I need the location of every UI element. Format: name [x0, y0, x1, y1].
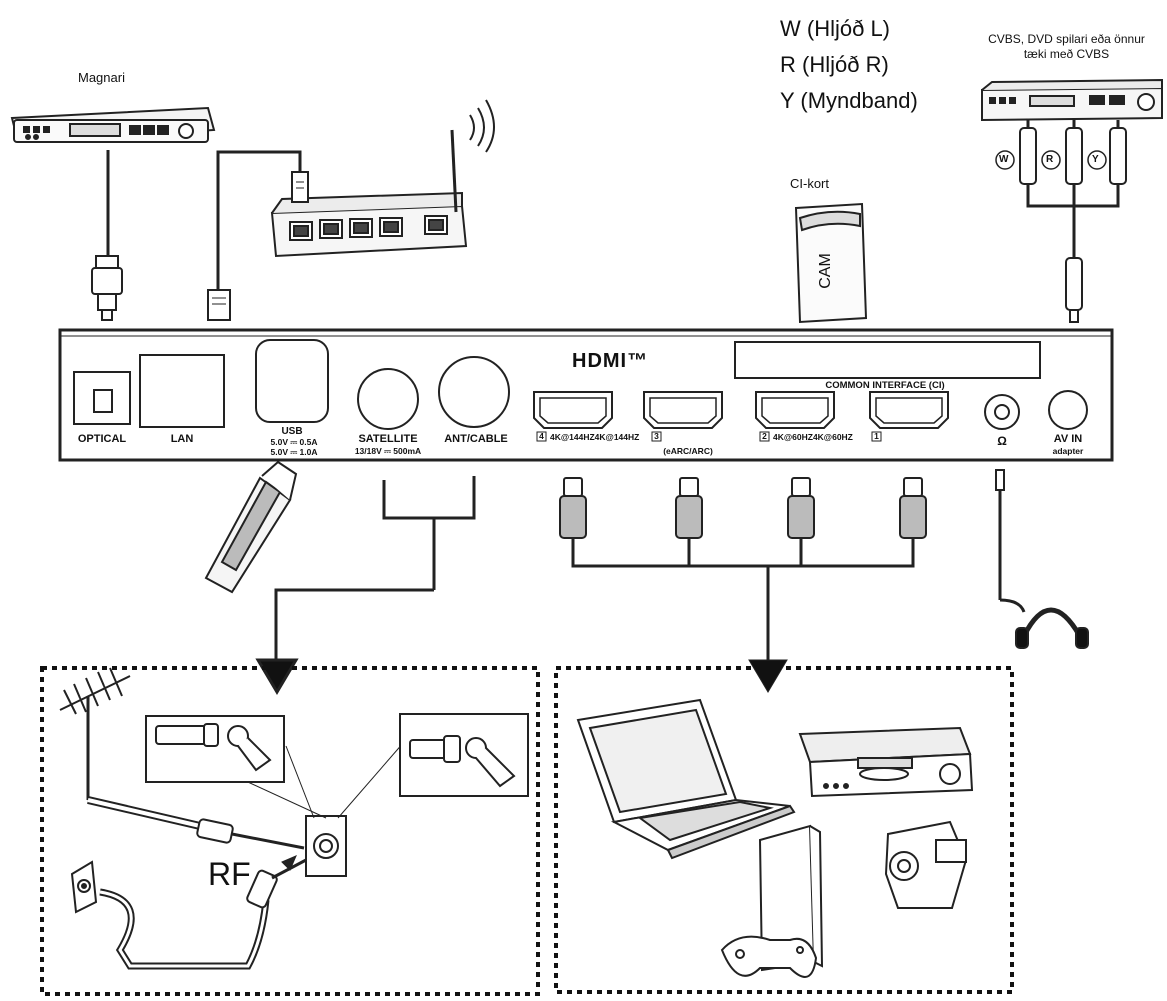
hdmi2-spec: 4K@60HZ4K@60HZ	[773, 432, 853, 442]
connector-callout-left	[145, 715, 285, 783]
antenna-cable-lines	[255, 476, 476, 695]
wall-socket-icon	[70, 860, 98, 914]
ci-card-label: CI-kort	[790, 176, 829, 191]
antenna-box	[40, 666, 540, 996]
laptop-icon	[576, 698, 796, 860]
av-in-sub-label: adapter	[1052, 446, 1084, 456]
video-label: Y (Myndband)	[780, 88, 918, 113]
amplifier-label: Magnari	[78, 70, 125, 85]
audio-left-label: W (Hljóð L)	[780, 16, 891, 41]
headphone-port-icon: Ω	[997, 434, 1007, 448]
lan-port-label: LAN	[170, 433, 194, 445]
common-interface-label: COMMON INTERFACE (CI)	[825, 380, 945, 391]
usb-spec-1: 5.0V ⎓ 0.5A	[270, 437, 318, 447]
hdmi-cables	[559, 477, 927, 693]
optical-cable	[91, 150, 123, 321]
tv-back-panel	[58, 328, 1114, 462]
game-console-icon	[720, 824, 824, 978]
satellite-spec: 13/18V ⎓ 500mA	[354, 446, 422, 456]
hdmi4-spec: 4K@144HZ4K@144HZ	[550, 432, 640, 442]
amplifier-icon	[10, 106, 216, 144]
dvd-player-icon	[981, 78, 1163, 122]
headphones-icon	[995, 469, 1089, 649]
usb-stick-icon	[204, 460, 298, 594]
connector-r-label: R	[1046, 154, 1054, 165]
connector-w-label: W	[999, 154, 1009, 165]
cam-label: CAM	[816, 253, 834, 289]
rca-cables	[995, 120, 1127, 323]
usb-spec-2: 5.0V ⎓ 1.0A	[270, 447, 318, 457]
lan-cable	[207, 150, 309, 321]
earc-label: (eARC/ARC)	[663, 446, 713, 456]
cam-card-icon	[794, 202, 868, 324]
satellite-port-label: SATELLITE	[358, 433, 418, 445]
rf-label: RF	[208, 856, 251, 892]
audio-right-label: R (Hljóð R)	[780, 52, 889, 77]
av-in-label: AV IN	[1053, 433, 1083, 445]
hdmi-logo: HDMI™	[572, 350, 649, 372]
optical-port-label: OPTICAL	[77, 433, 127, 445]
ant-cable-port-label: ANT/CABLE	[444, 433, 508, 445]
cvbs-source-label: CVBS, DVD spilari eða önnur tæki með CVB…	[988, 32, 1145, 61]
hdmi4-number: 4	[539, 431, 544, 441]
hdmi2-number: 2	[762, 431, 767, 441]
hdmi1-number: 1	[874, 431, 879, 441]
rf-cables	[87, 741, 405, 970]
usb-port-label: USB	[281, 426, 303, 437]
connector-callout-right	[399, 713, 529, 797]
router-icon	[270, 99, 495, 258]
hdmi3-number: 3	[654, 431, 659, 441]
camcorder-icon	[884, 820, 968, 909]
antenna-icon	[59, 667, 131, 800]
connector-y-label: Y	[1092, 154, 1099, 165]
video-recorder-icon	[798, 726, 974, 798]
